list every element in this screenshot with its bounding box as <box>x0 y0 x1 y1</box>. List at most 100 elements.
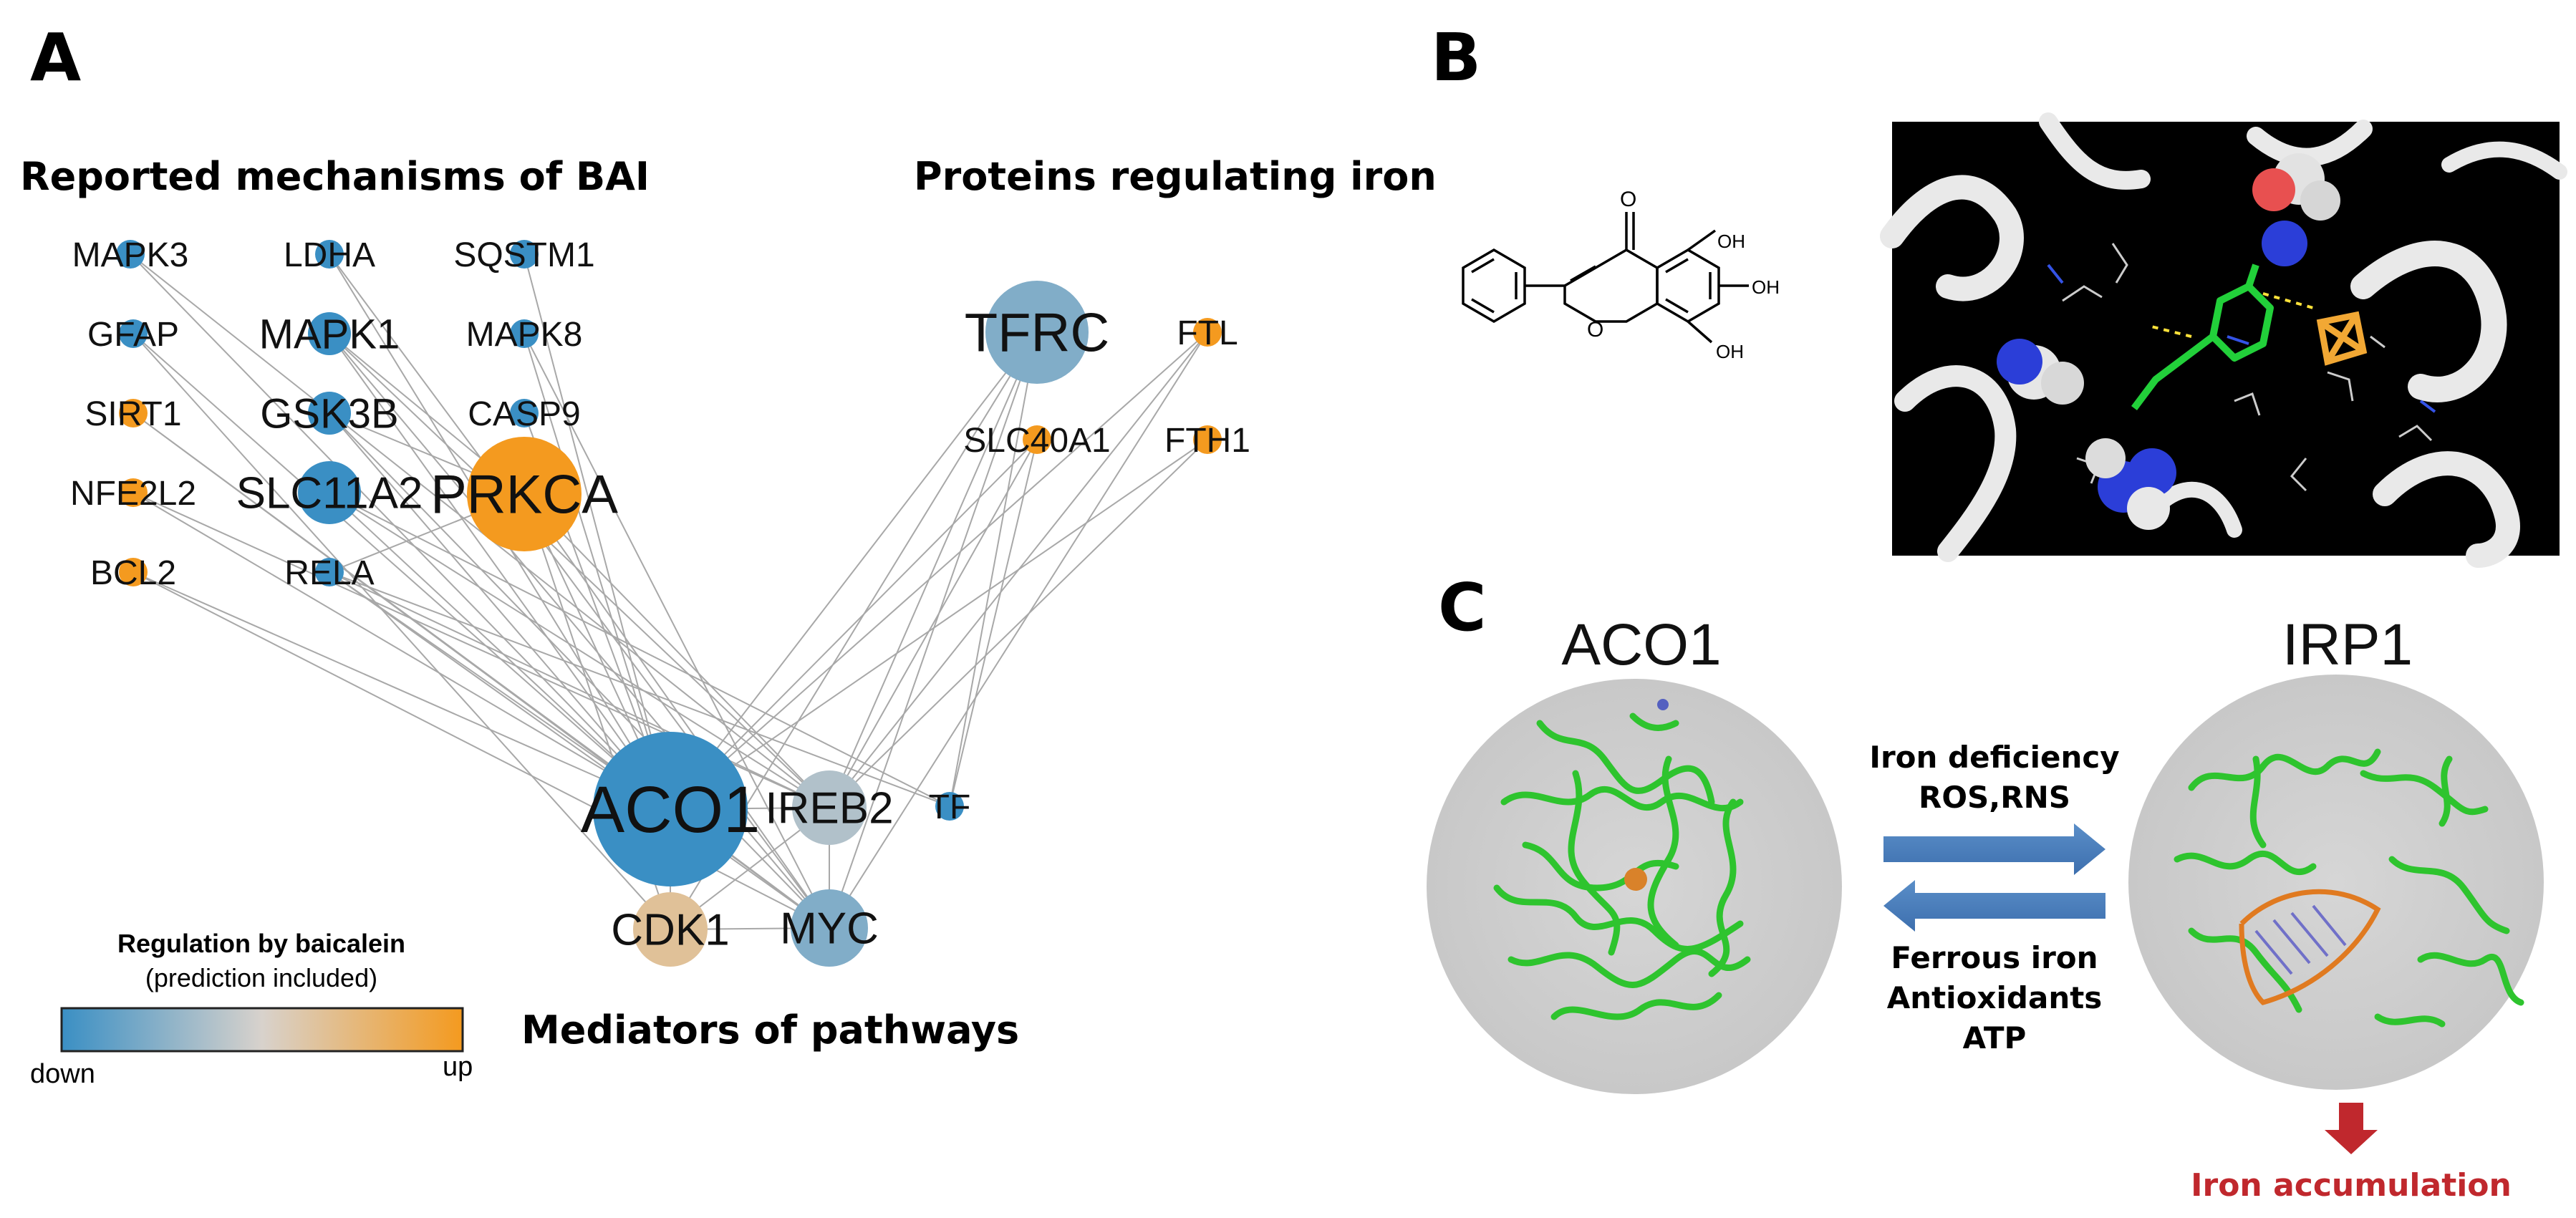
node-circle-ireb2 <box>792 770 867 845</box>
edge-mapk1-myc <box>329 333 830 929</box>
panel-b-baicalein: B O O OH OH OH <box>1431 19 2567 568</box>
node-circle-rela <box>315 558 344 586</box>
edge-gsk3b-myc <box>329 412 830 929</box>
edge-gfap-cdk1 <box>132 333 671 930</box>
section-title-reported: Reported mechanisms of BAI <box>20 154 650 199</box>
node-label-sqstm1: SQSTM1 <box>453 236 594 274</box>
edge-bcl2-myc <box>132 571 830 929</box>
node-bcl2[interactable]: BCL2 <box>90 554 176 592</box>
node-circle-prkca <box>467 437 582 551</box>
node-mapk1[interactable]: MAPK1 <box>259 311 400 357</box>
node-label-aco1: ACO1 <box>581 773 761 846</box>
node-fth1[interactable]: FTH1 <box>1164 422 1250 460</box>
node-circle-cdk1 <box>633 892 708 967</box>
node-label-tf: TF <box>929 788 971 826</box>
forward-condition-1: Iron deficiency <box>1869 740 2119 775</box>
section-title-mediators: Mediators of pathways <box>521 1007 1019 1053</box>
edge-prkca-myc <box>524 493 830 929</box>
node-circle-casp9 <box>510 399 539 427</box>
node-circle-nfe2l2 <box>119 478 148 507</box>
node-sqstm1[interactable]: SQSTM1 <box>453 236 594 274</box>
node-label-slc11a2: SLC11A2 <box>236 469 423 518</box>
node-circle-fth1 <box>1193 425 1222 454</box>
node-circle-mapk1 <box>308 312 351 355</box>
edge-gfap-aco1 <box>132 333 671 810</box>
edge-ftl-myc <box>829 332 1208 929</box>
node-ldha[interactable]: LDHA <box>284 236 375 274</box>
node-nfe2l2[interactable]: NFE2L2 <box>70 475 196 513</box>
carbonyl-oxygen-label: O <box>1620 188 1636 211</box>
edge-prkca-ireb2 <box>524 493 830 808</box>
node-tfrc[interactable]: TFRC <box>965 281 1110 384</box>
node-slc40a1[interactable]: SLC40A1 <box>963 422 1110 460</box>
node-label-ftl: FTL <box>1177 314 1238 352</box>
node-circle-slc11a2 <box>298 461 361 524</box>
legend-low-label: down <box>30 1059 95 1089</box>
node-label-rela: RELA <box>284 554 374 592</box>
node-ftl[interactable]: FTL <box>1177 314 1238 352</box>
node-label-sirt1: SIRT1 <box>85 395 181 433</box>
edge-slc11a2-ireb2 <box>329 492 830 808</box>
node-mapk3[interactable]: MAPK3 <box>72 236 189 274</box>
edge-tfrc-ireb2 <box>829 332 1038 808</box>
node-mapk8[interactable]: MAPK8 <box>466 316 583 354</box>
panel-a-network: A Reported mechanisms of BAI Proteins re… <box>20 19 1437 1089</box>
baicalein-structure <box>1462 212 1749 344</box>
node-label-bcl2: BCL2 <box>90 554 176 592</box>
node-label-ldha: LDHA <box>284 236 375 274</box>
legend-subtitle: (prediction included) <box>145 963 377 992</box>
node-gfap[interactable]: GFAP <box>87 316 179 354</box>
node-circle-tf <box>935 792 964 821</box>
node-circle-aco1 <box>593 732 748 886</box>
edge-mapk8-aco1 <box>524 333 671 810</box>
node-label-fth1: FTH1 <box>1164 422 1250 460</box>
node-casp9[interactable]: CASP9 <box>468 395 580 433</box>
docking-pose-image <box>1880 112 2567 568</box>
node-label-myc: MYC <box>780 904 879 954</box>
edge-tfrc-aco1 <box>670 332 1038 810</box>
node-circle-mapk8 <box>510 319 539 348</box>
edge-mapk3-ireb2 <box>130 253 830 808</box>
node-tf[interactable]: TF <box>929 788 971 826</box>
edge-rela-ireb2 <box>329 571 830 808</box>
node-label-cdk1: CDK1 <box>611 906 729 955</box>
node-circle-bcl2 <box>119 558 148 586</box>
hydroxyl-label-3: OH <box>1716 341 1744 362</box>
node-circle-myc <box>791 889 868 967</box>
edge-nfe2l2-aco1 <box>132 492 671 810</box>
node-sirt1[interactable]: SIRT1 <box>85 395 181 433</box>
edge-tfrc-myc <box>829 332 1038 929</box>
node-rela[interactable]: RELA <box>284 554 374 592</box>
node-label-tfrc: TFRC <box>965 303 1110 364</box>
node-circle-gsk3b <box>308 392 351 435</box>
edge-mapk3-aco1 <box>130 253 671 810</box>
legend-high-label: up <box>443 1052 473 1082</box>
legend-gradient-bar <box>60 1007 464 1053</box>
section-title-iron: Proteins regulating iron <box>914 154 1437 199</box>
outcome-arrow <box>2325 1103 2378 1154</box>
node-circle-sirt1 <box>119 399 148 427</box>
aco1-structure-title: ACO1 <box>1561 612 1721 677</box>
node-label-mapk3: MAPK3 <box>72 236 189 274</box>
node-gsk3b[interactable]: GSK3B <box>260 390 398 437</box>
node-slc11a2[interactable]: SLC11A2 <box>236 461 423 524</box>
node-circle-ldha <box>315 240 344 269</box>
edge-fth1-aco1 <box>670 439 1208 810</box>
node-label-gfap: GFAP <box>87 316 179 354</box>
forward-condition-2: ROS,RNS <box>1919 780 2070 815</box>
edge-bcl2-aco1 <box>132 571 671 810</box>
node-ireb2[interactable]: IREB2 <box>765 770 894 845</box>
node-aco1[interactable]: ACO1 <box>581 732 761 886</box>
edge-tfrc-tf <box>949 332 1038 807</box>
reverse-arrow <box>1883 880 2105 932</box>
node-cdk1[interactable]: CDK1 <box>611 892 730 967</box>
node-myc[interactable]: MYC <box>780 889 879 967</box>
node-label-mapk1: MAPK1 <box>259 311 400 357</box>
node-label-prkca: PRKCA <box>430 465 618 526</box>
node-label-mapk8: MAPK8 <box>466 316 583 354</box>
edge-gsk3b-aco1 <box>329 412 671 810</box>
reverse-condition-1: Ferrous iron <box>1891 940 2098 975</box>
node-label-nfe2l2: NFE2L2 <box>70 475 196 513</box>
node-prkca[interactable]: PRKCA <box>430 437 618 551</box>
